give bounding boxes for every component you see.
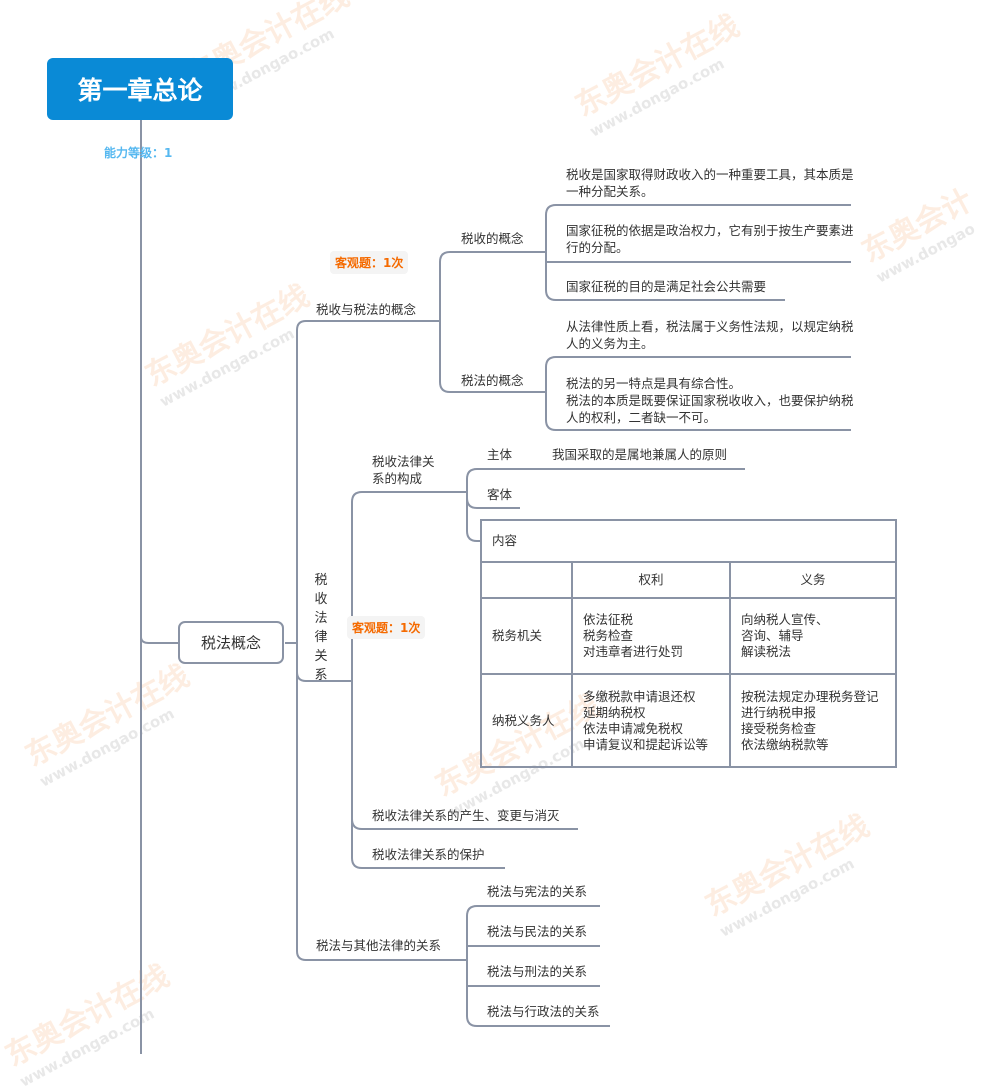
table-row: 税务机关 依法征税 税务检查 对违章者进行处罚 向纳税人宣传、 咨询、辅导 解读…	[480, 597, 897, 675]
leaf-note[interactable]: 国家征税的目的是满足社会公共需要	[566, 279, 767, 294]
root-title: 第一章总论	[77, 76, 203, 105]
root-topic[interactable]: 第一章总论	[47, 58, 233, 120]
rights-cell: 依法征税 税务检查 对违章者进行处罚	[571, 597, 731, 675]
topic-tax-concept[interactable]: 税收的概念	[461, 231, 524, 246]
leaf-note[interactable]: 税法的另一特点是具有综合性。 税法的本质是既要保证国家税收收入，也要保护纳税人的…	[566, 376, 854, 425]
topic-relation-protection[interactable]: 税收法律关系的保护	[372, 847, 485, 862]
list-item[interactable]: 税法与宪法的关系	[487, 884, 588, 899]
topic-tax-and-law-concept[interactable]: 税收与税法的概念	[316, 302, 417, 317]
leaf-note[interactable]: 税收是国家取得财政收入的一种重要工具，其本质是一种分配关系。	[566, 167, 854, 199]
list-item[interactable]: 税法与民法的关系	[487, 924, 588, 939]
leaf-note[interactable]: 国家征税的依据是政治权力，它有别于按生产要素进行的分配。	[566, 223, 854, 255]
content-table[interactable]: 内容 权利 义务 税务机关 依法征税 税务检查 对违章者进行处罚 向纳税人宣传、…	[480, 519, 897, 768]
table-row: 纳税义务人 多缴税款申请退还权 延期纳税权 依法申请减免税权 申请复议和提起诉讼…	[480, 673, 897, 768]
list-item[interactable]: 税法与行政法的关系	[487, 1004, 600, 1019]
party-cell: 税务机关	[480, 597, 573, 675]
table-header-empty	[480, 561, 573, 599]
subject-note[interactable]: 我国采取的是属地兼属人的原则	[552, 447, 728, 462]
topic-law-relations[interactable]: 税法与其他法律的关系	[316, 938, 442, 953]
topic-label: 税法概念	[200, 634, 261, 652]
topic-tax-legal-relation[interactable]: 税收法律关系	[314, 573, 328, 683]
topic-tax-law-concept[interactable]: 税法概念	[178, 621, 284, 664]
table-header-rights: 权利	[571, 561, 731, 599]
topic-relation-change[interactable]: 税收法律关系的产生、变更与消灭	[372, 808, 560, 823]
topic-law-concept[interactable]: 税法的概念	[461, 373, 524, 388]
connector-lines	[140, 120, 851, 1054]
table-header-duties: 义务	[729, 561, 897, 599]
duties-cell: 按税法规定办理税务登记 进行纳税申报 接受税务检查 依法缴纳税款等	[729, 673, 897, 768]
exam-frequency-callout: 客观题：1次	[330, 251, 409, 274]
exam-frequency-callout: 客观题：1次	[347, 616, 426, 639]
leaf-note[interactable]: 从法律性质上看，税法属于义务性法规，以规定纳税人的义务为主。	[566, 319, 854, 351]
duties-cell: 向纳税人宣传、 咨询、辅导 解读税法	[729, 597, 897, 675]
list-item[interactable]: 税法与刑法的关系	[487, 964, 588, 979]
topic-relation-composition[interactable]: 税收法律关系的构成	[372, 454, 435, 486]
rights-cell: 多缴税款申请退还权 延期纳税权 依法申请减免税权 申请复议和提起诉讼等	[571, 673, 731, 768]
party-cell: 纳税义务人	[480, 673, 573, 768]
content-label: 内容	[480, 519, 897, 563]
topic-subject[interactable]: 主体	[487, 447, 513, 462]
topic-object[interactable]: 客体	[487, 487, 513, 502]
ability-level-label: 能力等级：1	[104, 146, 173, 160]
